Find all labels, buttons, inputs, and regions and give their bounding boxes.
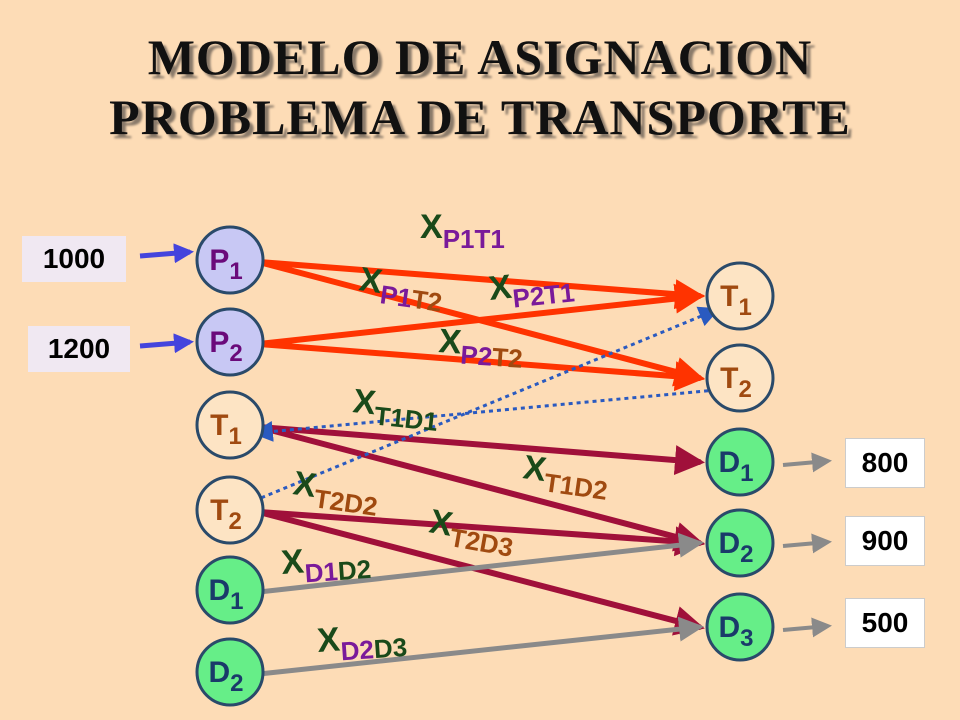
node-right-T1: T1 — [705, 261, 775, 331]
node-right-D3: D3 — [705, 592, 775, 662]
edge-T1-D1 — [256, 424, 705, 476]
variable-label: XP2T2 — [437, 322, 525, 374]
variable-label: XT1D2 — [520, 448, 612, 506]
node-letter: D — [718, 611, 740, 644]
node-letter: T — [210, 409, 228, 442]
variable-label: XD1D2 — [280, 538, 372, 590]
node-left-P1: P1 — [195, 225, 265, 295]
demand-arrow — [782, 533, 832, 554]
node-letter: D — [208, 574, 230, 607]
node-right-D2: D2 — [705, 508, 775, 578]
demand-arrow — [782, 617, 832, 638]
svg-text:D2: D2 — [718, 527, 753, 568]
node-letter: T — [720, 362, 738, 395]
node-subscript: 1 — [230, 588, 243, 615]
supply-arrow — [139, 333, 194, 354]
node-left-T1: T1 — [195, 390, 265, 460]
variable-label: XP1T1 — [420, 208, 505, 254]
node-subscript: 2 — [228, 508, 241, 535]
node-subscript: 1 — [229, 258, 242, 285]
edge-P2-T2 — [256, 341, 705, 392]
node-subscript: 1 — [738, 294, 751, 321]
edge-D1-D2 — [256, 532, 704, 595]
node-subscript: 2 — [230, 670, 243, 697]
demand-value-D3: 500 — [845, 598, 925, 648]
supply-value-P1: 1000 — [22, 236, 126, 282]
node-subscript: 2 — [738, 376, 751, 403]
variable-label: XT2D2 — [290, 464, 382, 522]
variable-label: XP1T2 — [356, 260, 446, 317]
title-line-1: MODELO DE ASIGNACION — [147, 29, 813, 85]
node-subscript: 3 — [740, 625, 753, 652]
title-line-2: PROBLEMA DE TRANSPORTE — [109, 89, 851, 145]
node-left-T2: T2 — [195, 475, 265, 545]
variable-label: XP2T1 — [487, 261, 576, 316]
svg-text:T2: T2 — [210, 494, 242, 535]
edge-dotted-T2-T1 — [255, 306, 720, 502]
svg-text:T2: T2 — [720, 362, 752, 403]
node-subscript: 2 — [229, 340, 242, 367]
node-subscript: 1 — [740, 460, 753, 487]
svg-text:D1: D1 — [718, 446, 753, 487]
node-right-T2: T2 — [705, 343, 775, 413]
variable-label: XT2D3 — [425, 502, 518, 562]
node-letter: T — [720, 280, 738, 313]
supply-arrow — [139, 243, 194, 264]
node-right-D1: D1 — [705, 427, 775, 497]
node-left-D1: D1 — [195, 555, 265, 625]
edge-D2-D3 — [256, 616, 704, 677]
variable-label: XD2D3 — [316, 616, 408, 668]
node-letter: P — [209, 326, 229, 359]
node-left-D2: D2 — [195, 637, 265, 707]
node-letter: D — [718, 527, 740, 560]
node-subscript: 1 — [228, 423, 241, 450]
demand-value-D1: 800 — [845, 438, 925, 488]
svg-text:D2: D2 — [208, 656, 243, 697]
node-subscript: 2 — [740, 541, 753, 568]
node-letter: D — [208, 656, 230, 689]
svg-text:D3: D3 — [718, 611, 753, 652]
edge-T1-D2 — [256, 424, 705, 552]
supply-value-P2: 1200 — [28, 326, 130, 372]
edge-P1-T1 — [256, 259, 705, 310]
variable-label: XT1D1 — [350, 382, 441, 437]
svg-text:T1: T1 — [720, 280, 752, 321]
svg-text:P1: P1 — [209, 244, 242, 285]
edge-dotted-T1-T2 — [251, 388, 717, 442]
svg-text:T1: T1 — [210, 409, 242, 450]
node-letter: P — [209, 244, 229, 277]
svg-text:D1: D1 — [208, 574, 243, 615]
demand-value-D2: 900 — [845, 516, 925, 566]
demand-arrow — [782, 452, 832, 473]
node-letter: D — [718, 446, 740, 479]
edge-T2-D2 — [256, 509, 705, 557]
svg-text:P2: P2 — [209, 326, 242, 367]
edge-P2-T1 — [256, 283, 705, 347]
node-letter: T — [210, 494, 228, 527]
node-left-P2: P2 — [195, 307, 265, 377]
